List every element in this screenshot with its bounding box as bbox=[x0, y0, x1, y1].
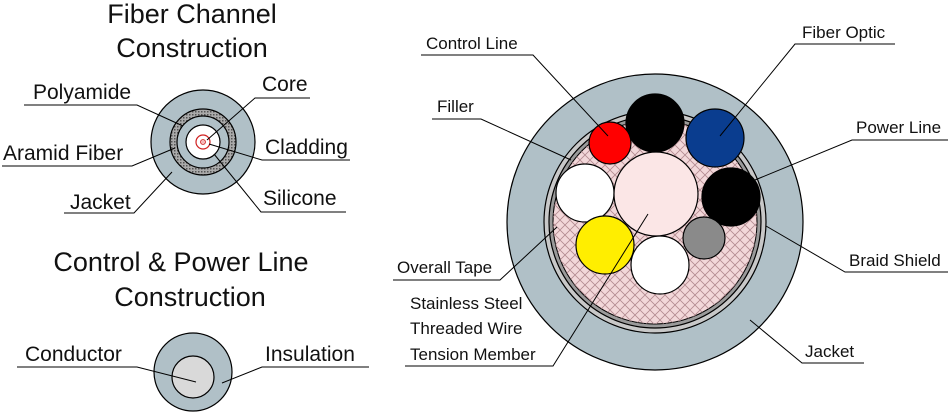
label-polyamide: Polyamide bbox=[33, 81, 131, 104]
leader-insulation bbox=[221, 366, 369, 384]
control-power-title-line2: Construction bbox=[114, 282, 266, 312]
leader-braid-shield bbox=[765, 225, 948, 273]
label-tension-line3: Tension Member bbox=[410, 345, 536, 364]
main-cable-cross-section bbox=[506, 73, 804, 371]
label-tension-line1: Stainless Steel bbox=[410, 294, 522, 313]
power-line-conductor-top bbox=[625, 93, 685, 153]
leader-polyamide bbox=[24, 104, 184, 127]
grey-conductor bbox=[682, 216, 726, 260]
fiber-optic-conductor bbox=[685, 108, 745, 168]
leader-jacket-main bbox=[749, 319, 864, 364]
label-jacket-fiber: Jacket bbox=[70, 191, 131, 214]
leader-aramid-fiber bbox=[2, 147, 176, 167]
fiber-channel-cross-section bbox=[150, 89, 256, 195]
label-insulation: Insulation bbox=[265, 343, 355, 366]
leader-overall-tape bbox=[393, 226, 558, 281]
leader-fiber-optic bbox=[719, 43, 895, 137]
leader-filler bbox=[432, 118, 572, 161]
label-overall-tape: Overall Tape bbox=[397, 258, 492, 277]
leader-power-line bbox=[754, 139, 948, 181]
leader-conductor bbox=[17, 366, 197, 383]
leader-core bbox=[206, 97, 310, 141]
label-core: Core bbox=[262, 73, 308, 96]
control-power-conductor bbox=[171, 355, 215, 399]
label-conductor: Conductor bbox=[25, 343, 122, 366]
label-tension-line2: Threaded Wire bbox=[410, 319, 522, 338]
control-power-section: Control & Power Line Construction Conduc… bbox=[17, 247, 369, 412]
label-fiber-optic: Fiber Optic bbox=[802, 23, 886, 42]
label-power-line: Power Line bbox=[856, 118, 941, 137]
leader-tension-member bbox=[405, 213, 649, 367]
control-power-title-line1: Control & Power Line bbox=[53, 247, 308, 277]
white-conductor-left bbox=[555, 163, 615, 223]
label-cladding: Cladding bbox=[265, 136, 348, 159]
label-control-line: Control Line bbox=[426, 34, 518, 53]
leader-silicone bbox=[213, 153, 346, 213]
label-jacket-main: Jacket bbox=[805, 342, 854, 361]
label-filler: Filler bbox=[437, 97, 474, 116]
label-braid-shield: Braid Shield bbox=[849, 251, 941, 270]
tension-member bbox=[613, 151, 699, 237]
main-cable-labels: Control Line Fiber Optic Filler Power Li… bbox=[397, 23, 941, 364]
leader-cladding bbox=[208, 143, 350, 161]
leader-control-line bbox=[421, 54, 609, 137]
label-aramid-fiber: Aramid Fiber bbox=[3, 142, 123, 165]
white-conductor-bottom bbox=[630, 235, 690, 295]
leader-jacket-fiber bbox=[64, 171, 173, 214]
main-cable-leaders bbox=[393, 43, 948, 367]
fiber-channel-section: Fiber Channel Construction Polyamide Cor… bbox=[2, 0, 350, 214]
yellow-conductor bbox=[575, 215, 635, 275]
fiber-channel-title-line1: Fiber Channel bbox=[107, 0, 277, 29]
control-line-conductor bbox=[588, 121, 632, 165]
fiber-core bbox=[200, 139, 206, 145]
power-line-conductor-right bbox=[701, 167, 761, 227]
label-silicone: Silicone bbox=[263, 187, 337, 210]
fiber-channel-title-line2: Construction bbox=[116, 33, 268, 63]
